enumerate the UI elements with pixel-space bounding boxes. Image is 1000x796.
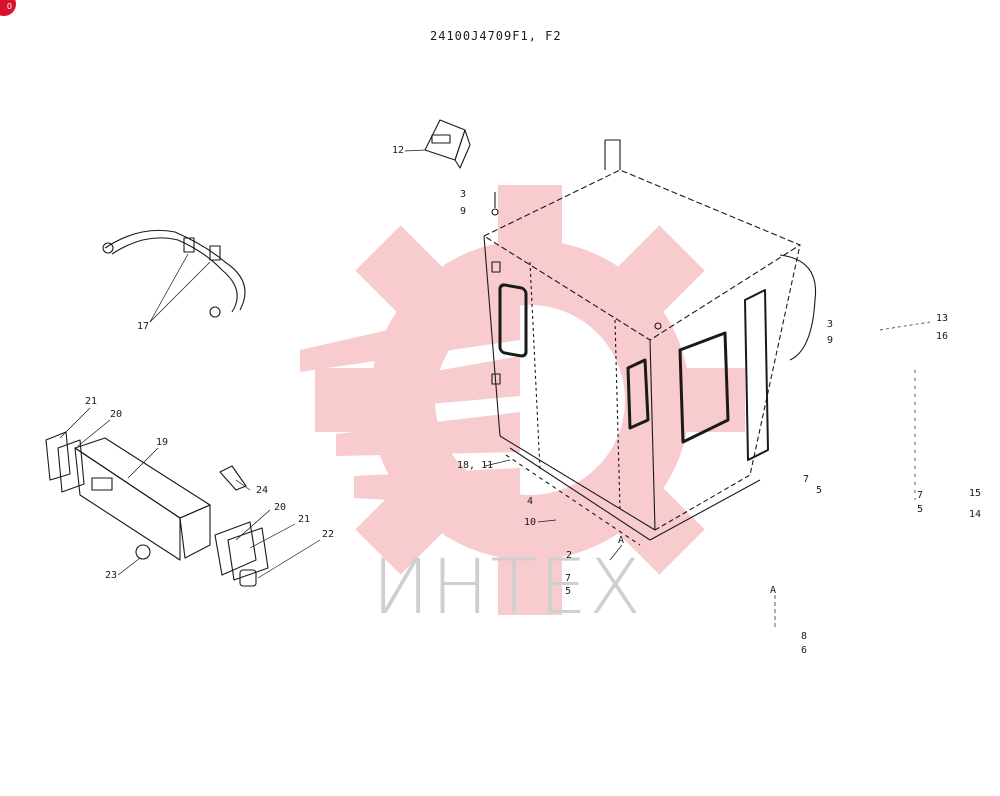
part-17-handrail [102, 229, 246, 318]
callout-7-lower: 7 [565, 573, 572, 584]
callout-9-right: 9 [827, 335, 834, 346]
callout-A-lower: A [770, 585, 777, 596]
wm-stripe [354, 468, 520, 508]
callout-9-upper: 9 [460, 206, 467, 217]
drawing-number: 24100J4709F1, F2 [430, 29, 562, 43]
callout-24: 24 [256, 485, 269, 496]
wm-stripe [336, 412, 520, 456]
leader-lines [59, 149, 931, 630]
callout-14: 14 [969, 509, 982, 520]
callout-23: 23 [105, 570, 118, 581]
cab-assembly [483, 139, 817, 546]
callout-4: 4 [527, 496, 534, 507]
callout-7-mid: 7 [803, 474, 810, 485]
callout-17: 17 [137, 321, 150, 332]
callout-3-right: 3 [827, 319, 834, 330]
wm-stripe [318, 356, 520, 414]
callout-6: 6 [801, 645, 808, 656]
callout-20-right: 20 [274, 502, 287, 513]
callout-5-right: 5 [917, 504, 924, 515]
callout-20-left: 20 [110, 409, 123, 420]
callout-5-mid: 5 [816, 485, 823, 496]
part-20-21-plates [45, 431, 269, 581]
watermark-text: ИНТЕХ [372, 542, 644, 631]
callout-18-11: 18, 11 [457, 460, 494, 471]
callout-7-right: 7 [917, 490, 924, 501]
callout-16: 16 [936, 331, 949, 342]
callout-19: 19 [156, 437, 169, 448]
callout-10: 10 [524, 517, 537, 528]
page-badge: 0 [0, 0, 16, 16]
part-19-bracket [74, 437, 211, 561]
callout-12: 12 [392, 145, 405, 156]
callout-3-upper: 3 [460, 189, 467, 200]
part-12-control-box [424, 119, 471, 169]
callout-21-left: 21 [85, 396, 98, 407]
callout-22: 22 [322, 529, 335, 540]
callout-13: 13 [936, 313, 949, 324]
callout-8: 8 [801, 631, 808, 642]
wm-stripe [300, 300, 520, 372]
part-22-23-24-hardware [135, 465, 257, 587]
callout-2: 2 [566, 550, 573, 561]
callout-A-upper: A [618, 535, 625, 546]
callout-21-right: 21 [298, 514, 311, 525]
callout-5-lower: 5 [565, 586, 572, 597]
callout-15: 15 [969, 488, 982, 499]
